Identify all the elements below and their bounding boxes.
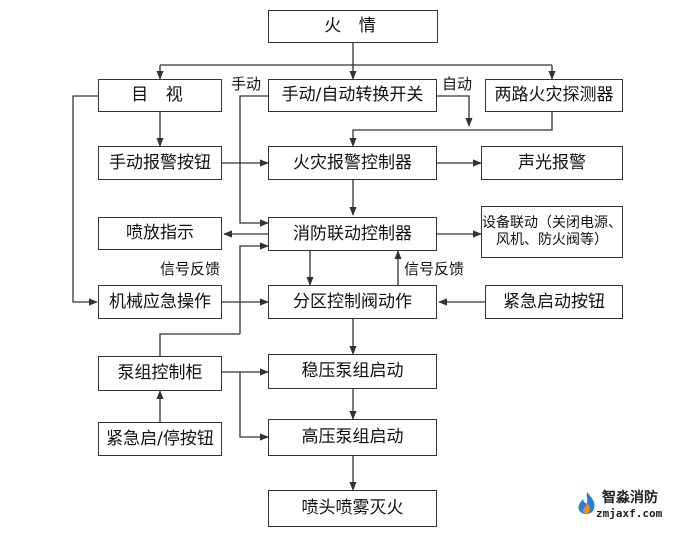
node-equipment-linkage: 设备联动（关闭电源、 风机、防火阀等） [481,206,623,258]
node-pump-cabinet: 泵组控制柜 [98,356,222,391]
node-visual: 目 视 [98,79,222,112]
label-feedback-right: 信号反馈 [403,258,466,279]
line-switch-auto [437,95,473,127]
arrow-detector-to-alarm [349,112,553,147]
node-emergency-start-stop: 紧急启/停按钮 [98,422,222,456]
logo-brand: 智淼消防 [602,490,658,506]
node-switch: 手动/自动转换开关 [268,79,437,112]
node-emergency-button: 紧急启动按钮 [485,285,623,319]
flame-logo-icon [578,492,595,515]
node-linkage-controller: 消防联动控制器 [268,217,437,251]
node-fire: 火 情 [268,10,438,43]
node-alarm-controller: 火灾报警控制器 [268,146,437,180]
label-manual: 手动 [230,73,263,94]
node-spray-indicator: 喷放指示 [98,217,222,250]
logo-domain: zmjaxf.com [596,507,663,520]
node-steady-pump: 稳压泵组启动 [268,354,437,389]
label-auto: 自动 [441,73,474,94]
arrow-switch-manual-to-linkage [239,95,269,227]
node-mechanical: 机械应急操作 [98,285,222,319]
node-zone-valve: 分区控制阀动作 [268,285,437,319]
node-high-pump: 高压泵组启动 [268,419,437,456]
equipment-line-1: 设备联动（关闭电源、 [482,215,622,232]
equipment-line-2: 风机、防火阀等） [496,232,608,248]
node-sound-light: 声光报警 [481,146,623,180]
line-cabinet-feedback [159,333,240,356]
label-feedback-left: 信号反馈 [159,258,222,279]
arrow-cabinet-to-high [239,372,269,441]
arrow-visual-to-mechanical [72,95,98,306]
site-logo: 智淼消防 zmjaxf.com [574,487,694,527]
node-detector: 两路火灾探测器 [485,79,623,112]
node-manual-button: 手动报警按钮 [98,146,222,180]
arrow-left-feedback [239,242,269,334]
node-nozzle: 喷头喷雾灭火 [268,490,437,527]
